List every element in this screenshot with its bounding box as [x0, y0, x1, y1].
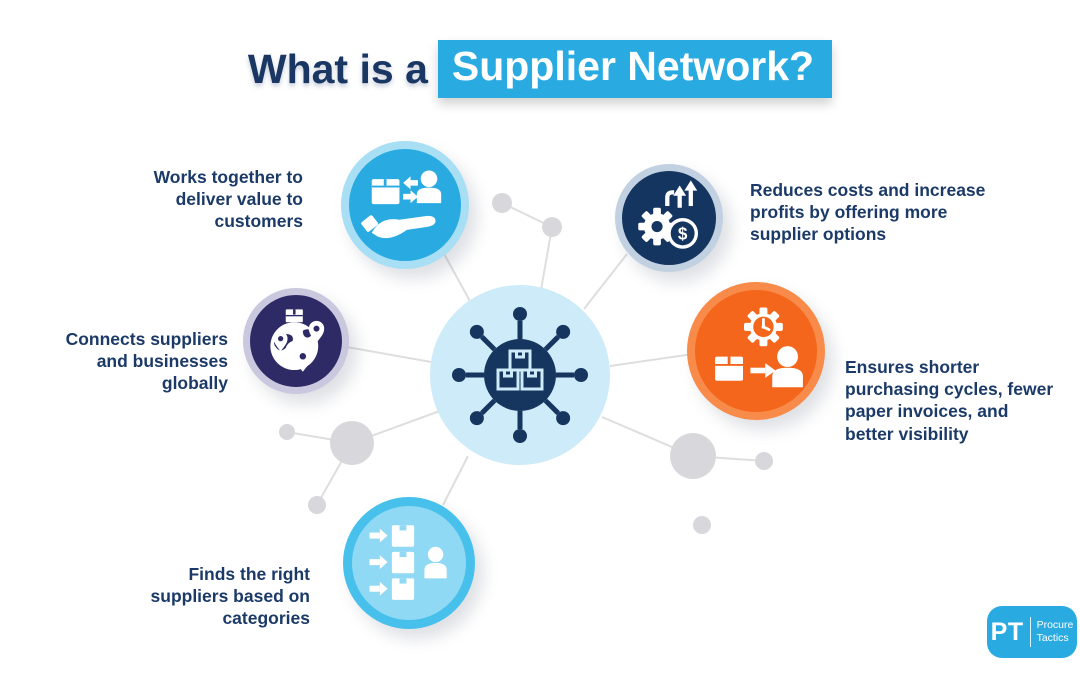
title-highlight: Supplier Network?	[437, 40, 833, 98]
center-hub-node	[430, 285, 610, 465]
title-prefix: What is a	[247, 45, 428, 92]
node-deliver-value	[341, 141, 469, 269]
label-finds-suppliers: Finds the right suppliers based on categ…	[150, 564, 310, 629]
supplier-network-hub-icon	[445, 300, 595, 450]
logo-name-line2: Tactics	[1036, 632, 1069, 644]
globe-pins-icon	[270, 309, 325, 372]
decor-dots	[279, 193, 773, 534]
node-reduces-costs: $	[615, 164, 723, 272]
gear-clock-box-person-icon	[715, 307, 803, 388]
label-deliver-value: Works together to deliver value to custo…	[153, 167, 303, 232]
svg-text:$: $	[678, 224, 688, 243]
label-reduces-costs: Reduces costs and increase profits by of…	[750, 180, 986, 245]
node-ensures-cycles	[687, 282, 825, 420]
page-title: What is a Supplier Network?	[0, 40, 1080, 98]
procure-tactics-logo: PT Procure Tactics	[987, 606, 1077, 658]
boxes-person-icon	[369, 525, 447, 600]
label-ensures-cycles: Ensures shorter purchasing cycles, fewer…	[845, 357, 1054, 444]
logo-name-line1: Procure	[1036, 619, 1074, 632]
logo-name: Procure Tactics	[1037, 619, 1074, 644]
logo-abbr: PT	[990, 617, 1024, 646]
hand-box-person-icon	[361, 170, 442, 239]
node-finds-suppliers	[343, 497, 475, 629]
node-connects-globally	[243, 288, 349, 394]
label-connects-globally: Connects suppliers and businesses global…	[65, 329, 228, 394]
logo-divider	[1029, 617, 1031, 647]
gear-dollar-icon: $	[638, 180, 699, 249]
